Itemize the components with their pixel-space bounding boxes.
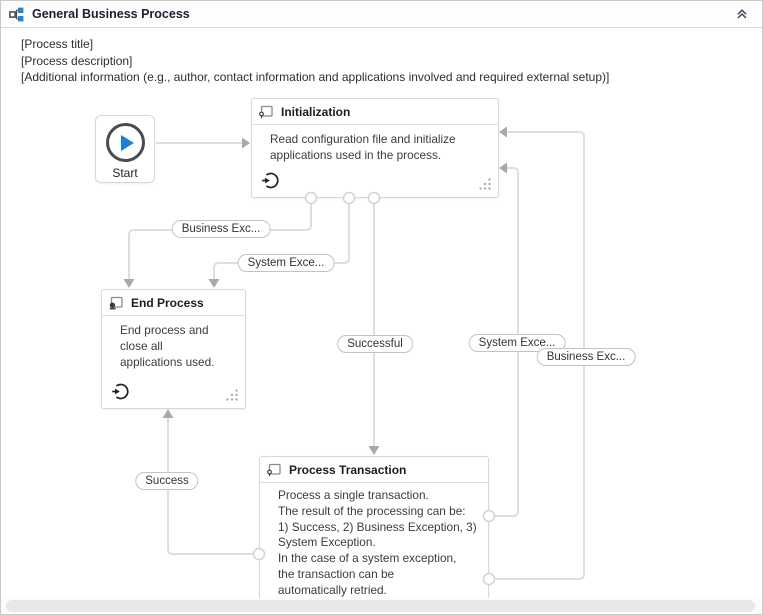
flowchart-icon bbox=[9, 7, 24, 22]
arrowhead bbox=[499, 126, 507, 138]
entry-action-icon bbox=[111, 382, 130, 401]
arrowhead bbox=[242, 137, 250, 149]
arrowhead bbox=[208, 279, 220, 288]
arrowhead bbox=[499, 162, 507, 174]
state-header: Initialization bbox=[252, 99, 498, 125]
panel-title: General Business Process bbox=[32, 7, 190, 21]
arrowhead bbox=[368, 446, 380, 455]
annotation-line-title: [Process title] bbox=[21, 37, 94, 51]
state-icon bbox=[259, 105, 273, 119]
collapse-button[interactable] bbox=[732, 5, 752, 23]
state-title: Process Transaction bbox=[289, 463, 407, 477]
state-description: Read configuration file and initialize a… bbox=[270, 132, 456, 163]
state-icon bbox=[267, 463, 281, 477]
resize-grip-icon[interactable] bbox=[479, 178, 491, 190]
state-title: Initialization bbox=[281, 105, 351, 119]
transition-label-business-exception[interactable]: Business Exc... bbox=[171, 220, 271, 238]
horizontal-scrollbar-thumb[interactable] bbox=[6, 600, 755, 612]
annotation-line-description: [Process description] bbox=[21, 53, 133, 68]
annotation-line-additional: [Additional information (e.g., author, c… bbox=[21, 70, 610, 84]
state-initialization[interactable]: Initialization Read configuration file a… bbox=[251, 98, 499, 198]
process-annotation[interactable]: [Process title] [Process description] [A… bbox=[21, 36, 609, 86]
resize-grip-icon[interactable] bbox=[226, 389, 238, 401]
panel-header: General Business Process bbox=[1, 1, 762, 28]
state-description: End process and close all applications u… bbox=[120, 323, 215, 370]
start-label: Start bbox=[112, 166, 138, 180]
transition-label-system-exception[interactable]: System Exce... bbox=[237, 254, 335, 272]
state-header: End Process bbox=[102, 290, 245, 316]
entry-action-icon bbox=[261, 171, 280, 190]
final-state-icon bbox=[109, 296, 123, 310]
arrowhead bbox=[162, 409, 174, 418]
state-process-transaction[interactable]: Process Transaction Process a single tra… bbox=[259, 456, 489, 614]
state-description: Process a single transaction. The result… bbox=[278, 488, 477, 597]
transition-label-success[interactable]: Success bbox=[135, 472, 199, 490]
transition-label-business-exception-loop[interactable]: Business Exc... bbox=[536, 348, 636, 366]
state-end-process[interactable]: End Process End process and close all ap… bbox=[101, 289, 246, 409]
transition-label-successful[interactable]: Successful bbox=[337, 335, 413, 353]
chevron-double-up-icon bbox=[737, 9, 747, 19]
play-icon bbox=[105, 123, 145, 162]
state-title: End Process bbox=[131, 296, 204, 310]
state-header: Process Transaction bbox=[260, 457, 488, 483]
start-node[interactable]: Start bbox=[95, 115, 155, 183]
arrowhead bbox=[123, 279, 135, 288]
